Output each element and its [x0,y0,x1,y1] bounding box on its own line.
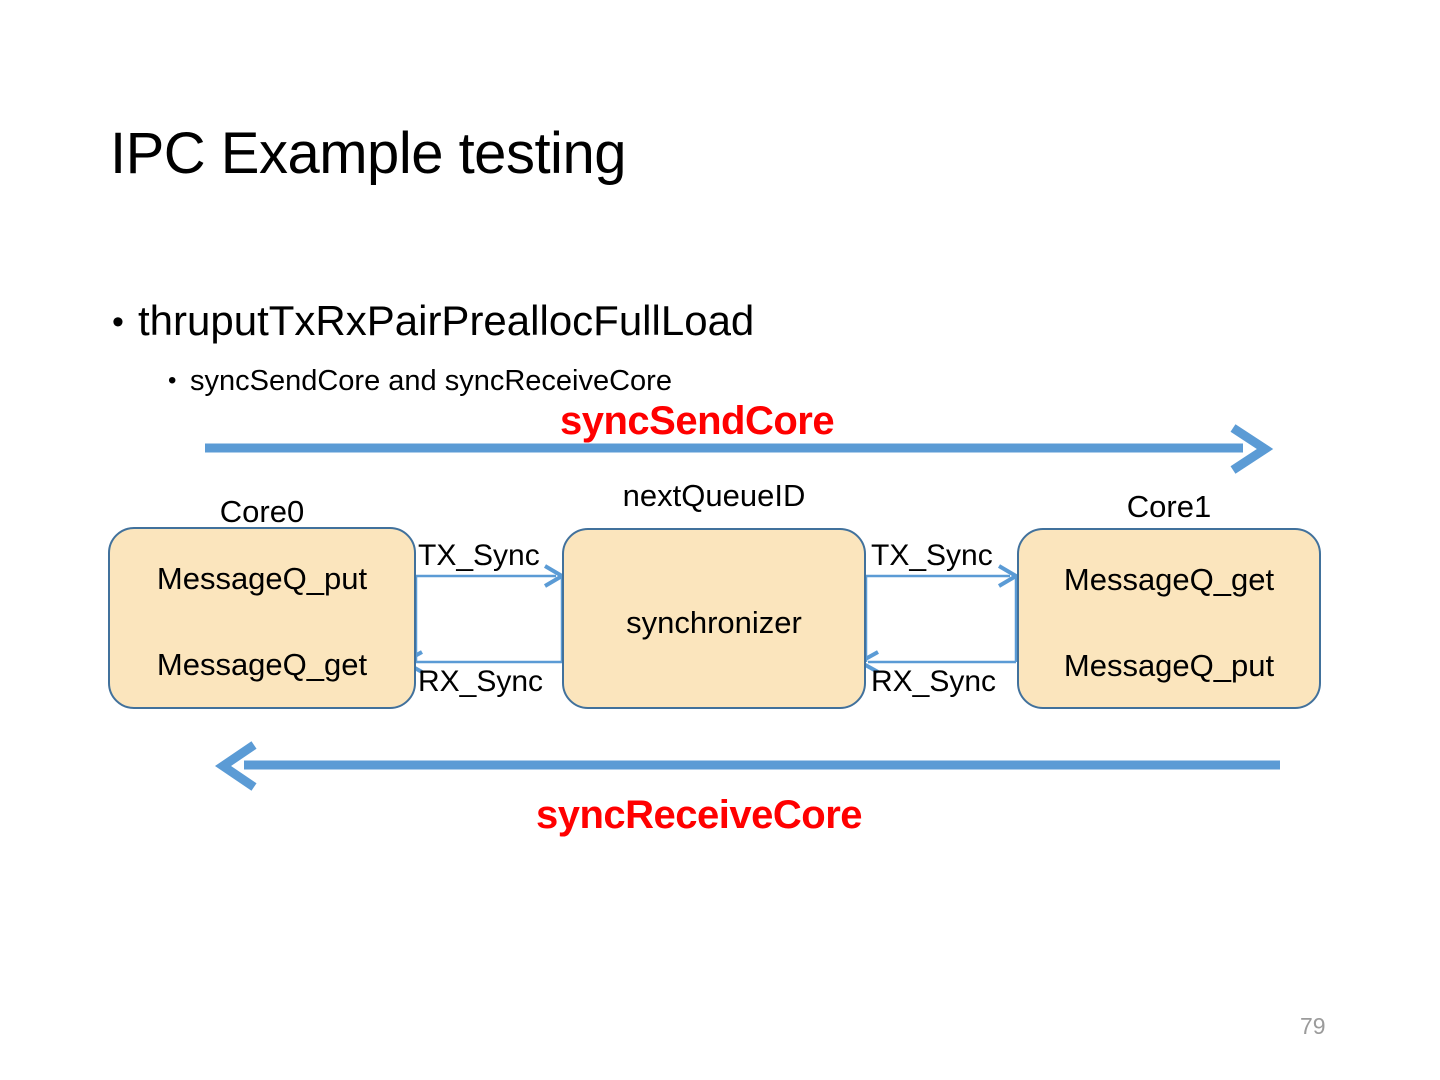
bottom-flow-label: syncReceiveCore [536,793,863,837]
node-box-core1: MessageQ_get MessageQ_put [1017,528,1321,709]
node-box-core0: MessageQ_put MessageQ_get [108,527,416,709]
bottom-flow-arrow [214,741,1280,791]
page-title: IPC Example testing [110,121,626,186]
node-caption-synchronizer: nextQueueID [622,478,806,513]
sub-bullet-marker-icon: • [168,367,177,394]
signal-label-tx-sync-right: TX_Sync [871,539,993,572]
bullet-level2-text: syncSendCore and syncReceiveCore [190,365,672,397]
bullet-level1: • thruputTxRxPairPreallocFullLoad [112,297,754,345]
top-flow-label: syncSendCore [560,399,835,443]
node-caption-core0: Core0 [219,494,305,529]
page-number: 79 [1300,1013,1326,1039]
signal-label-rx-sync-left: RX_Sync [418,665,544,698]
node-core1-line-2: MessageQ_put [1063,648,1275,683]
bullet-marker-icon: • [112,303,124,341]
bullet-level1-text: thruputTxRxPairPreallocFullLoad [138,297,755,344]
signal-label-tx-sync-left: TX_Sync [418,539,540,572]
node-caption-core1: Core1 [1126,489,1212,524]
signal-label-rx-sync-right: RX_Sync [871,665,997,698]
node-synchronizer-line-1: synchronizer [626,605,802,640]
node-box-synchronizer: synchronizer [562,528,866,709]
node-core0-line-2: MessageQ_get [156,647,368,682]
node-core0-line-1: MessageQ_put [156,561,368,596]
bullet-level2: • syncSendCore and syncReceiveCore [168,365,672,398]
node-core1-line-1: MessageQ_get [1063,562,1275,597]
